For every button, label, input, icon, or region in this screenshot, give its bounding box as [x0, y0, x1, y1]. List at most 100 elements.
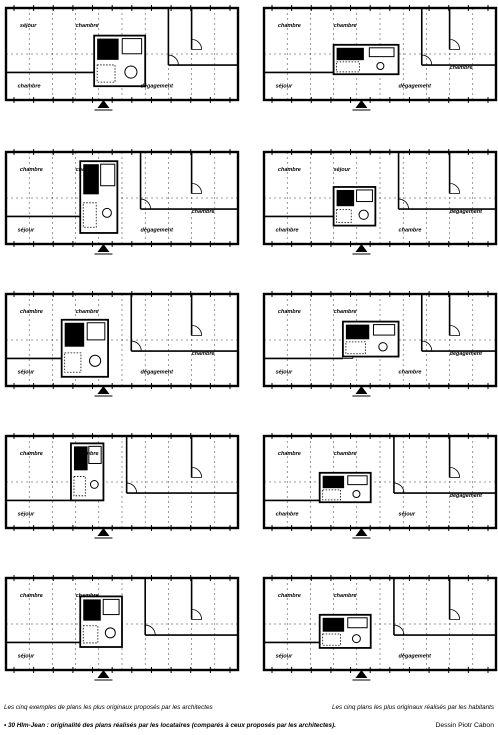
room-label: chambre — [450, 65, 473, 71]
figure-note: • 30 Hlm-Jean : originalité des plans ré… — [4, 722, 336, 729]
bathtub-fixture — [97, 38, 119, 60]
toilet-fixture — [358, 209, 369, 220]
sink-fixture — [88, 445, 102, 464]
room-label: chambre — [76, 167, 99, 173]
entrance-arrow — [355, 244, 368, 252]
door-swing — [131, 340, 142, 352]
entrance-arrow — [355, 386, 368, 394]
bathtub-fixture — [336, 189, 355, 207]
entrance-arrow — [97, 100, 110, 108]
entrance-arrow — [97, 670, 110, 678]
door-swing — [449, 325, 461, 336]
room-label: séjour — [334, 167, 351, 173]
room-label: dégagement — [450, 351, 484, 357]
left-plan-A4: chambre chambre séjour — [4, 433, 240, 539]
sink-fixture — [121, 38, 143, 55]
right-plan-B4: chambre chambre chambre séjour dégagement — [262, 433, 498, 539]
sink-fixture — [347, 475, 368, 486]
sink-fixture — [356, 189, 373, 203]
toilet-fixture — [352, 489, 361, 499]
room-label: séjour — [20, 23, 37, 29]
room-label: dégagement — [141, 228, 175, 234]
door-swing — [393, 624, 405, 636]
shower-fixture — [82, 202, 97, 228]
room-label: chambre — [399, 370, 422, 376]
room-label: dégagement — [450, 493, 484, 499]
entrance-arrow — [355, 528, 368, 536]
room-label: chambre — [20, 309, 43, 315]
bathtub-fixture — [322, 617, 345, 632]
room-label: chambre — [334, 309, 357, 315]
shower-fixture — [336, 61, 360, 73]
room-label: chambre — [334, 593, 357, 599]
bathtub-fixture — [345, 324, 370, 340]
bathtub-fixture — [64, 322, 85, 347]
door-swing — [126, 482, 138, 494]
door-swing — [449, 183, 461, 194]
room-label: dégagement — [399, 654, 433, 660]
room-label: séjour — [18, 228, 35, 234]
bathtub-fixture — [83, 164, 99, 195]
room-label: chambre — [76, 451, 99, 457]
room-label: séjour — [18, 512, 35, 518]
bathtub-fixture — [336, 47, 364, 61]
sanitary-core — [79, 160, 119, 234]
door-swing — [191, 467, 203, 478]
room-label: chambre — [278, 23, 301, 29]
room-label: séjour — [276, 370, 293, 376]
door-swing — [191, 183, 203, 194]
sink-fixture — [347, 617, 368, 629]
room-label: chambre — [192, 351, 215, 357]
entrance-arrow — [97, 528, 110, 536]
toilet-fixture — [376, 61, 385, 71]
bathtub-fixture — [322, 475, 345, 489]
right-plan-B5: chambre chambre séjour dégagement — [262, 575, 498, 681]
shower-fixture — [82, 625, 99, 644]
sink-fixture — [373, 324, 396, 336]
door-swing — [191, 609, 203, 620]
room-label: dégagement — [399, 84, 433, 90]
room-label: dégagement — [450, 209, 484, 215]
door-swing — [449, 609, 461, 620]
room-label: chambre — [334, 23, 357, 29]
door-swing — [449, 39, 461, 50]
toilet-fixture — [104, 627, 116, 639]
door-swing — [421, 54, 433, 66]
sink-fixture — [86, 322, 106, 341]
room-label: chambre — [278, 593, 301, 599]
shower-fixture — [73, 476, 86, 497]
room-label: dégagement — [141, 370, 175, 376]
shower-fixture — [336, 208, 352, 223]
room-label: séjour — [399, 512, 416, 518]
entrance-arrow — [355, 100, 368, 108]
room-label: séjour — [276, 654, 293, 660]
room-label: chambre — [276, 228, 299, 234]
shower-fixture — [322, 489, 341, 501]
right-plan-B3: chambre chambre séjour chambre dégagement — [262, 291, 498, 397]
room-label: chambre — [278, 451, 301, 457]
room-label: chambre — [278, 309, 301, 315]
room-label: chambre — [276, 512, 299, 518]
room-label: chambre — [20, 167, 43, 173]
shower-fixture — [345, 341, 366, 355]
room-label: chambre — [20, 451, 43, 457]
entrance-arrow — [97, 244, 110, 252]
room-label: chambre — [334, 451, 357, 457]
room-label: séjour — [18, 654, 35, 660]
toilet-fixture — [89, 480, 99, 489]
toilet-fixture — [378, 342, 388, 352]
drawing-credit: Dessin Piotr Cabon — [435, 722, 494, 729]
door-swing — [393, 482, 405, 494]
room-label: dégagement — [141, 84, 175, 90]
door-swing — [168, 54, 179, 66]
room-label: chambre — [76, 593, 99, 599]
door-swing — [191, 325, 203, 336]
door-swing — [421, 340, 433, 352]
room-label: chambre — [278, 167, 301, 173]
